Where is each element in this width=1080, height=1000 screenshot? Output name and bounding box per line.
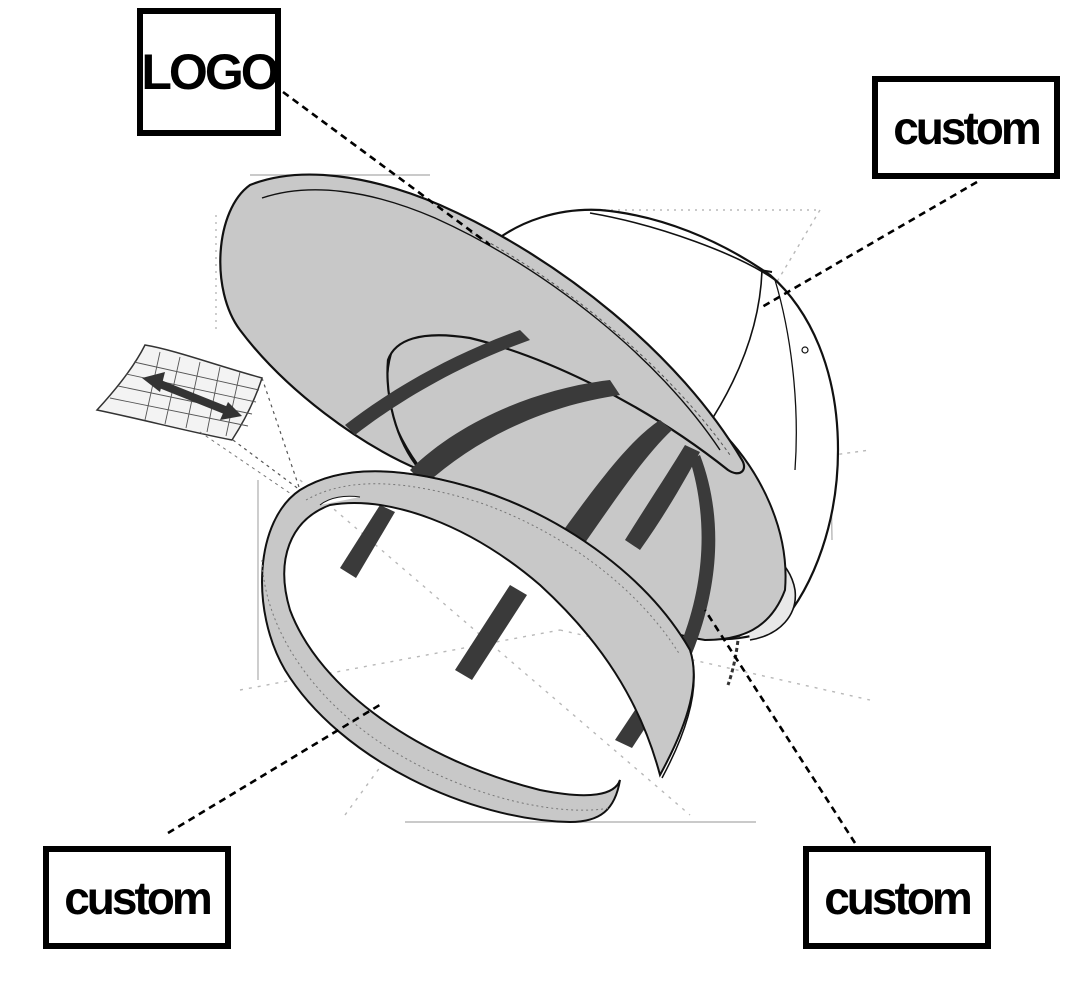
leader-logo <box>282 90 491 247</box>
strap-custom-callout-label: custom <box>803 846 991 949</box>
crown-custom-callout-label: custom <box>872 76 1060 179</box>
logo-callout-label: LOGO <box>137 8 281 136</box>
cap-brim-icon <box>219 173 746 475</box>
callout-leaders <box>167 90 978 844</box>
tape-strips-icon <box>340 330 716 748</box>
leader-strap <box>703 609 857 844</box>
sweatband-custom-callout-label: custom <box>43 846 231 949</box>
mesh-fabric-icon <box>95 344 301 501</box>
sweatband-icon <box>261 470 695 824</box>
leader-crown <box>761 180 978 309</box>
leader-band <box>167 701 384 835</box>
